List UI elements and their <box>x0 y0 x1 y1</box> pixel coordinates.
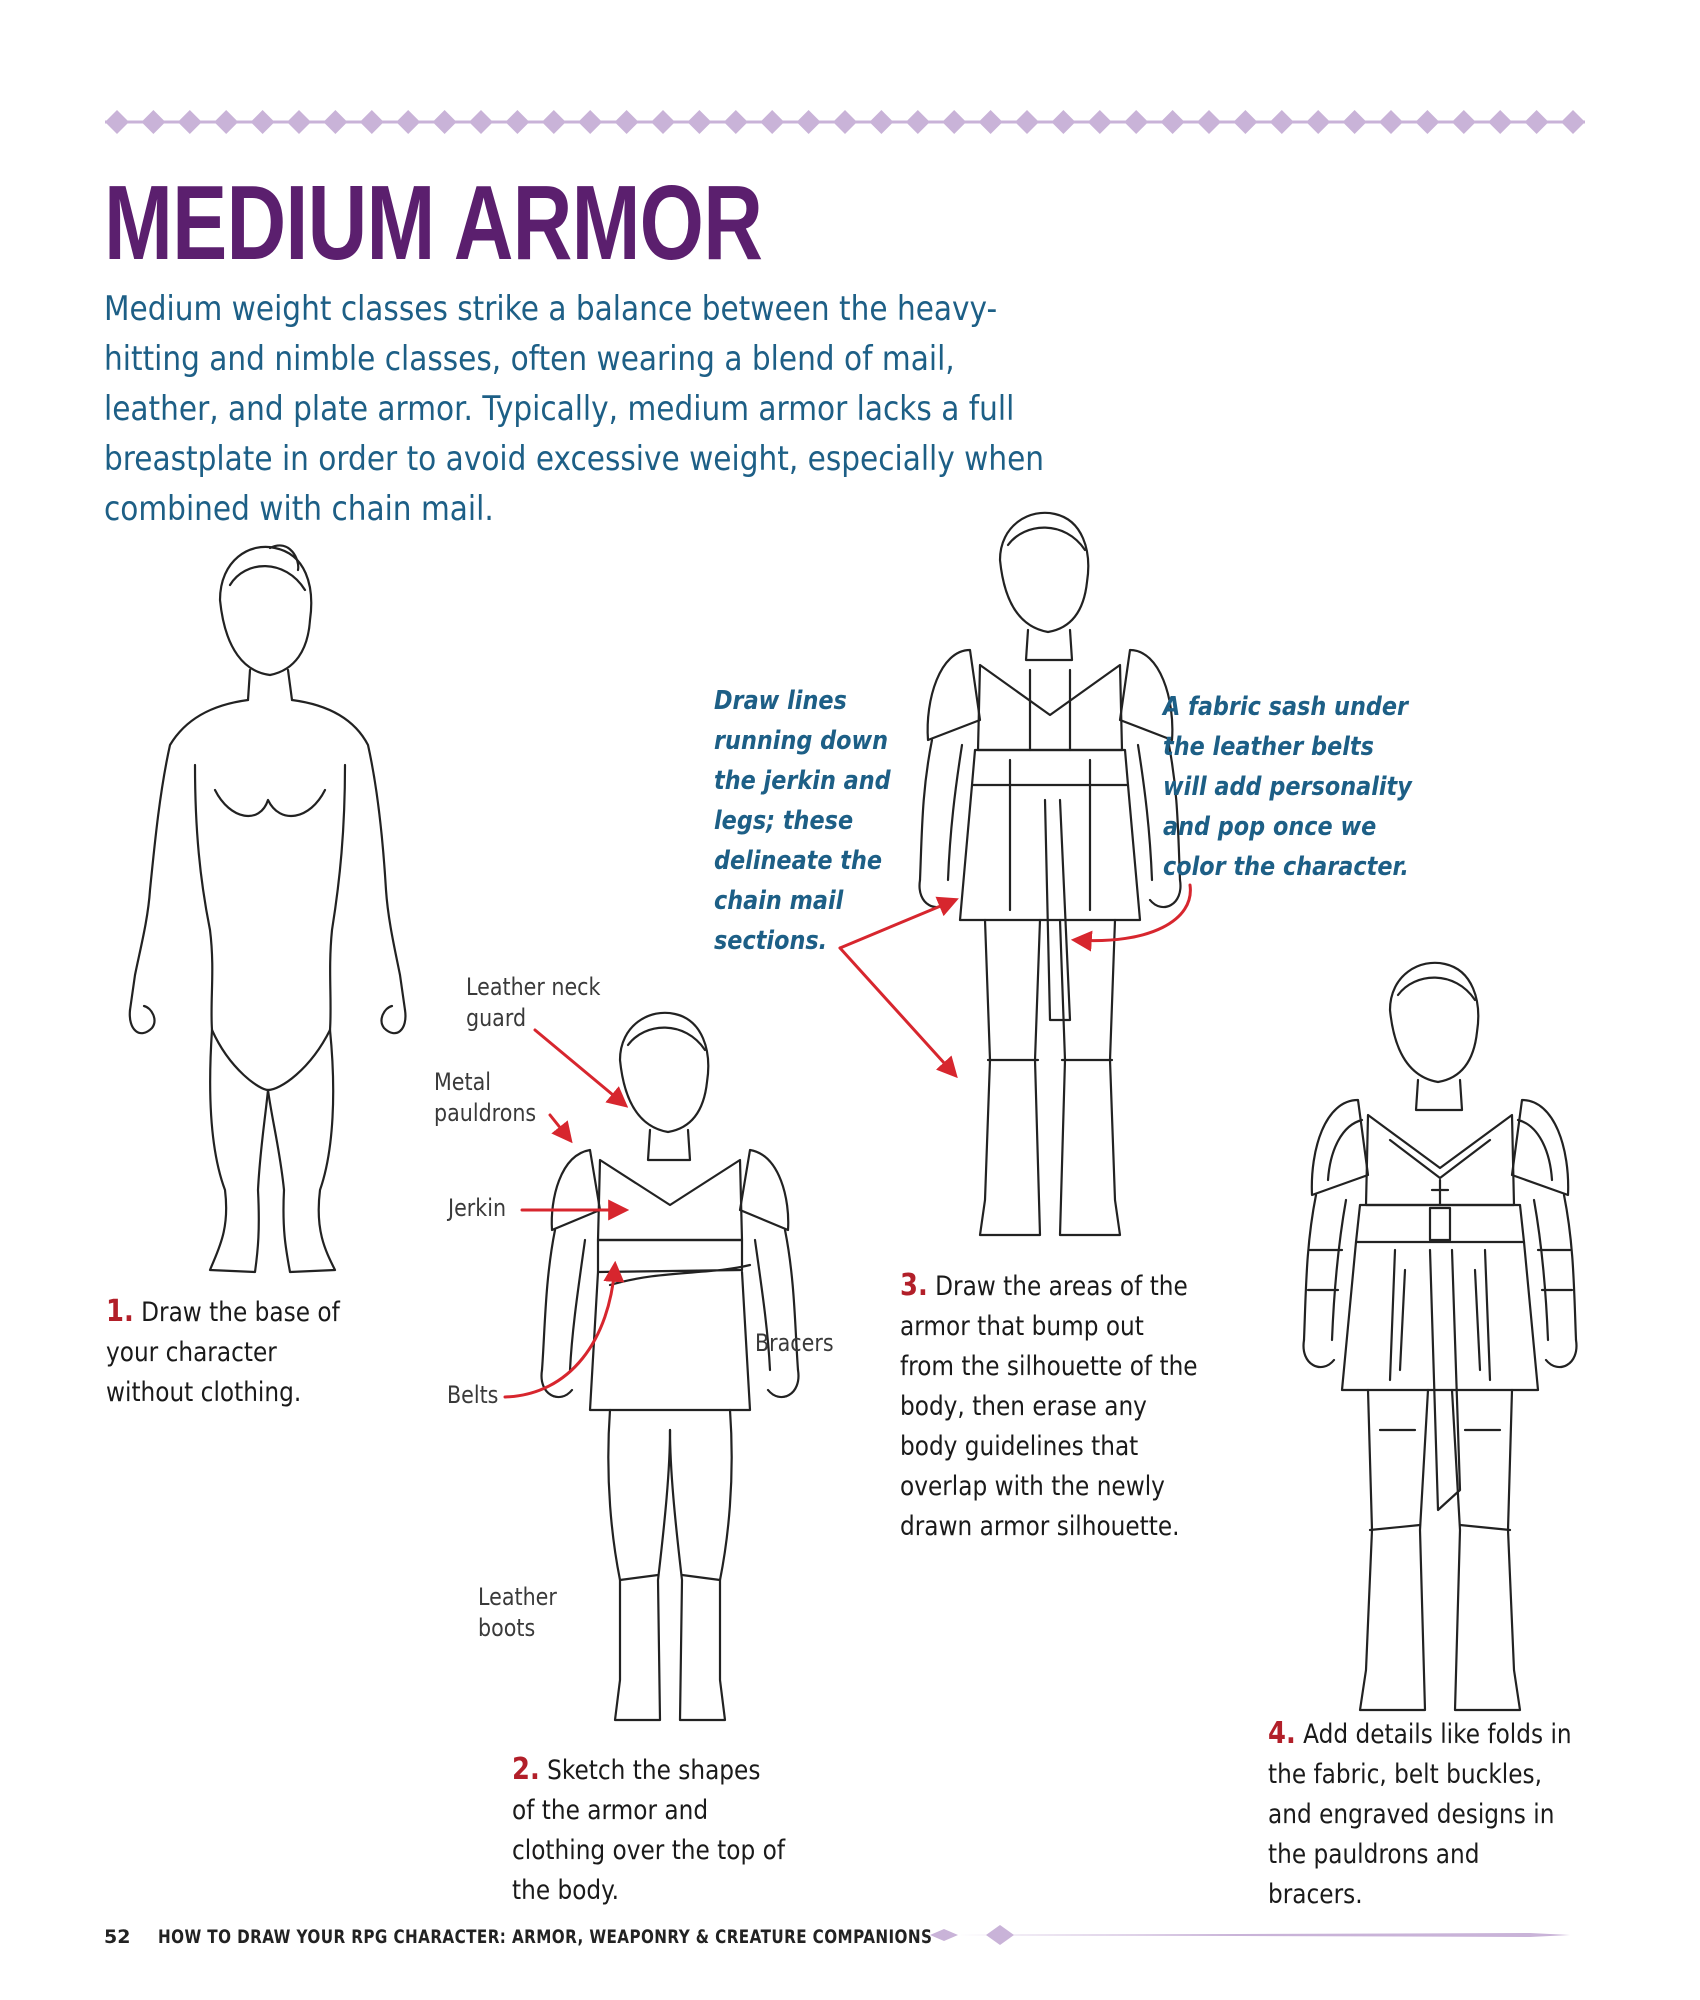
decorative-diamond <box>214 110 239 134</box>
step-1-caption: 1. Draw the base of your character witho… <box>106 1294 340 1408</box>
decorative-diamond <box>687 110 712 134</box>
label-leather-boots: Leather boots <box>478 1583 557 1642</box>
decorative-diamond <box>1306 110 1331 134</box>
figure-1-base-body-illustration <box>128 544 407 1274</box>
decorative-diamond <box>1197 110 1221 134</box>
decorative-diamond <box>323 110 348 134</box>
label-leather-neck-guard: Leather neck guard <box>466 973 601 1032</box>
decorative-diamond <box>833 110 857 134</box>
figure-2-armor-sketch-illustration <box>540 1011 800 1722</box>
decorative-diamond <box>1561 110 1585 134</box>
label-bracers: Bracers <box>755 1329 834 1357</box>
intro-paragraph: Medium weight classes strike a balance b… <box>104 289 1045 529</box>
decorative-diamond <box>141 110 166 134</box>
figure-4-detailed-armor-illustration <box>1302 961 1578 1712</box>
figure-3-armor-silhouette-illustration <box>918 511 1182 1237</box>
decorative-diamond <box>1269 110 1294 134</box>
decorative-diamond <box>396 110 421 134</box>
decorative-diamond <box>177 110 202 134</box>
decorative-diamond <box>869 110 894 134</box>
decorative-diamond <box>1124 110 1149 134</box>
decorative-diamond <box>1051 110 1076 134</box>
decorative-diamond <box>359 110 384 134</box>
step-2-caption: 2. Sketch the shapes of the armor and cl… <box>512 1752 785 1906</box>
decorative-diamond <box>1233 110 1258 134</box>
label-jerkin: Jerkin <box>448 1194 507 1222</box>
decorative-diamond <box>723 110 748 134</box>
decorative-diamond <box>505 110 530 134</box>
decorative-diamond <box>469 110 493 134</box>
label-belts: Belts <box>447 1381 499 1409</box>
decorative-diamond <box>541 110 566 134</box>
decorative-diamond <box>978 110 1003 134</box>
decorative-diamond <box>760 110 785 134</box>
decorative-diamond <box>1015 110 1039 134</box>
decorative-diamond <box>651 110 675 134</box>
note-chain-mail-lines: Draw lines running down the jerkin and l… <box>714 686 891 956</box>
decorative-diamond <box>1488 110 1513 134</box>
decorative-diamond <box>287 110 311 134</box>
decorative-diamond-border <box>105 110 1585 134</box>
note-fabric-sash: A fabric sash under the leather belts wi… <box>1163 692 1412 882</box>
decorative-diamond <box>614 110 639 134</box>
decorative-diamond <box>1087 110 1112 134</box>
decorative-diamond <box>1451 110 1476 134</box>
decorative-diamond <box>905 110 930 134</box>
page-number: 52 <box>104 1926 131 1948</box>
decorative-diamond <box>1379 110 1403 134</box>
decorative-diamond <box>578 110 603 134</box>
label-metal-pauldrons: Metal pauldrons <box>434 1068 537 1127</box>
decorative-diamond <box>796 110 821 134</box>
decorative-diamond <box>1342 110 1367 134</box>
step-3-caption: 3. Draw the areas of the armor that bump… <box>900 1268 1198 1542</box>
decorative-diamond <box>432 110 457 134</box>
decorative-diamond <box>942 110 967 134</box>
decorative-diamond <box>1160 110 1185 134</box>
decorative-sword-divider <box>930 1925 1570 1945</box>
page-title: MEDIUM ARMOR <box>104 164 763 282</box>
decorative-diamond <box>1415 110 1440 134</box>
decorative-diamond <box>1524 110 1549 134</box>
step-4-caption: 4. Add details like folds in the fabric,… <box>1268 1716 1572 1910</box>
book-title-footer: HOW TO DRAW YOUR RPG CHARACTER: ARMOR, W… <box>158 1926 933 1948</box>
decorative-diamond <box>250 110 275 134</box>
decorative-diamond <box>105 110 129 134</box>
